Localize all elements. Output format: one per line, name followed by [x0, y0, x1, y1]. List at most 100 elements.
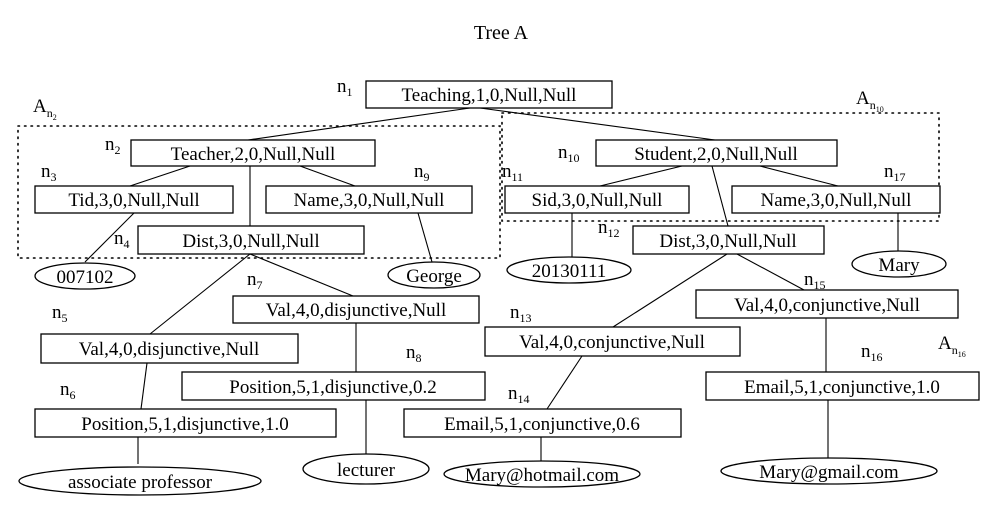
node-n1: Teaching,1,0,Null,Null [365, 80, 613, 109]
edge-n5-n6 [140, 362, 148, 410]
node-label: Tid,3,0,Null,Null [68, 190, 199, 211]
node-n3: Tid,3,0,Null,Null [34, 185, 234, 214]
value-text: Mary [878, 255, 920, 276]
node-box [181, 371, 486, 401]
node-id-n17: n17 [884, 161, 906, 184]
value-text: 20130111 [532, 261, 607, 282]
node-n16: Email,5,1,conjunctive,1.0 [705, 371, 980, 401]
node-id-n3: n3 [41, 161, 57, 184]
node-label: Teaching,1,0,Null,Null [402, 85, 577, 106]
value-ellipse [18, 466, 262, 496]
node-n8: Position,5,1,disjunctive,0.2 [181, 371, 486, 401]
node-label: Position,5,1,disjunctive,1.0 [81, 414, 288, 435]
node-id-n15: n15 [804, 269, 826, 292]
node-id-n5: n5 [52, 302, 68, 325]
node-id-n12: n12 [598, 217, 620, 240]
node-n9: Name,3,0,Null,Null [265, 185, 473, 214]
subtree-label-a-n16: An16 [938, 333, 966, 359]
edge-n13-n14 [546, 355, 583, 410]
node-label: Teacher,2,0,Null,Null [171, 144, 336, 165]
edge-n4-n7 [249, 253, 354, 297]
node-n7: Val,4,0,disjunctive,Null [232, 295, 480, 324]
node-n17: Name,3,0,Null,Null [731, 185, 941, 214]
edge-n12-n13 [612, 253, 728, 328]
node-box [137, 225, 365, 255]
node-label: Val,4,0,conjunctive,Null [734, 295, 920, 316]
node-id-n10: n10 [558, 142, 580, 165]
node-n11: Sid,3,0,Null,Null [504, 185, 690, 214]
node-box [632, 225, 825, 255]
value-leaf-mary: Mary [851, 250, 947, 278]
value-leaf-lecturer: lecturer [302, 453, 430, 485]
node-n10: Student,2,0,Null,Null [595, 139, 838, 167]
node-label: Sid,3,0,Null,Null [532, 190, 663, 211]
node-label: Email,5,1,conjunctive,1.0 [744, 377, 940, 398]
node-label: Name,3,0,Null,Null [761, 190, 912, 211]
node-id-n14: n14 [508, 383, 530, 406]
node-label: Position,5,1,disjunctive,0.2 [229, 377, 436, 398]
node-id-n16: n16 [861, 341, 883, 364]
edge-n1-n10 [479, 107, 716, 141]
value-ellipse [387, 261, 481, 289]
edge-n1-n2 [247, 107, 471, 141]
value-leaf-007102: 007102 [34, 262, 136, 290]
node-id-n9: n9 [414, 161, 430, 184]
edge-n2-n3 [129, 165, 191, 187]
node-id-n1: n1 [337, 76, 353, 99]
value-ellipse [506, 256, 632, 284]
value-text: 007102 [57, 267, 114, 288]
value-text: Mary@hotmail.com [465, 465, 619, 486]
value-text: associate professor [68, 472, 213, 493]
node-label: Dist,3,0,Null,Null [182, 231, 319, 252]
edge-n4-n5 [149, 253, 251, 335]
subtree-label-a-n10: An10 [856, 88, 884, 114]
node-n13: Val,4,0,conjunctive,Null [484, 326, 741, 357]
node-id-n11: n11 [502, 161, 523, 184]
node-label: Val,4,0,conjunctive,Null [519, 332, 705, 353]
subtree-label-a-n2: An2 [33, 96, 57, 122]
subtree-region-n2 [17, 125, 501, 259]
node-n6: Position,5,1,disjunctive,1.0 [34, 408, 337, 438]
node-n12: Dist,3,0,Null,Null [632, 225, 825, 255]
edge-n10-n17 [759, 165, 839, 187]
node-label: Dist,3,0,Null,Null [659, 231, 796, 252]
node-n5: Val,4,0,disjunctive,Null [40, 333, 299, 364]
node-box [130, 139, 376, 167]
value-ellipse [720, 457, 938, 485]
node-box [695, 289, 959, 319]
node-box [34, 408, 337, 438]
value-ellipse [443, 460, 641, 488]
edge-n9-v2 [417, 212, 433, 263]
node-id-n7: n7 [247, 269, 263, 292]
node-box [265, 185, 473, 214]
node-n14: Email,5,1,conjunctive,0.6 [403, 408, 682, 438]
node-id-n6: n6 [60, 379, 76, 402]
node-n2: Teacher,2,0,Null,Null [130, 139, 376, 167]
node-box [365, 80, 613, 109]
tree-edges [84, 107, 899, 464]
node-box [731, 185, 941, 214]
node-n15: Val,4,0,conjunctive,Null [695, 289, 959, 319]
node-label: Email,5,1,conjunctive,0.6 [444, 414, 640, 435]
node-id-n2: n2 [105, 134, 121, 157]
value-ellipse [34, 262, 136, 290]
node-id-n8: n8 [406, 342, 422, 365]
value-ellipse [851, 250, 947, 278]
value-ellipse [302, 453, 430, 485]
value-text: George [406, 266, 462, 287]
node-n4: Dist,3,0,Null,Null [137, 225, 365, 255]
node-box [705, 371, 980, 401]
edge-n10-n12 [711, 165, 729, 227]
value-leaf-mary-hotmail: Mary@hotmail.com [443, 460, 641, 488]
diagram-title: Tree A [474, 22, 529, 44]
node-label: Student,2,0,Null,Null [634, 144, 798, 165]
node-box [595, 139, 838, 167]
node-box [403, 408, 682, 438]
edge-n12-n15 [736, 253, 805, 291]
value-leaf-20130111: 20130111 [506, 256, 632, 284]
value-leaf-associate-professor: associate professor [18, 466, 262, 496]
value-leaf-george: George [387, 261, 481, 289]
edge-n2-n9 [299, 165, 356, 187]
node-label: Val,4,0,disjunctive,Null [79, 339, 259, 360]
edge-n3-v1 [84, 212, 135, 263]
